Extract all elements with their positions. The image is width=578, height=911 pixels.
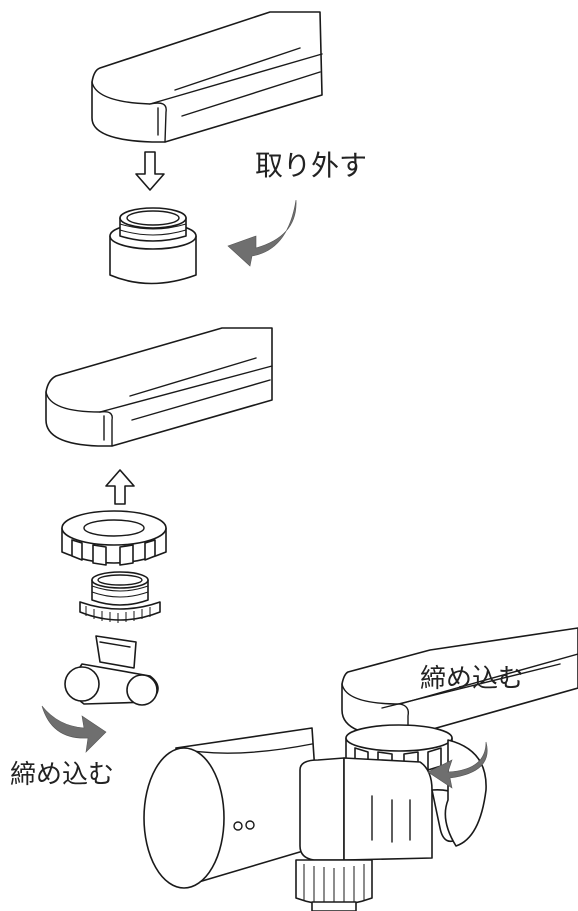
up-arrow-icon [105, 469, 135, 505]
tighten-label-right: 締め込む [420, 664, 525, 694]
faucet-spout-top [91, 11, 323, 143]
threaded-adapter [79, 571, 161, 623]
rotate-arrow-icon-left [41, 705, 107, 753]
gasket-clip [64, 635, 159, 706]
down-arrow-icon [135, 151, 165, 191]
knurled-nut [61, 510, 167, 566]
rotate-arrow-icon-remove [227, 199, 297, 267]
aerator-adapter [109, 207, 197, 285]
faucet-spout-middle [45, 327, 273, 447]
remove-label: 取り外す [255, 149, 368, 182]
water-purifier-body [143, 727, 321, 889]
tighten-label-left: 締め込む [10, 760, 115, 790]
outlet-nozzle [295, 859, 373, 911]
rotate-arrow-icon-right [427, 741, 488, 789]
